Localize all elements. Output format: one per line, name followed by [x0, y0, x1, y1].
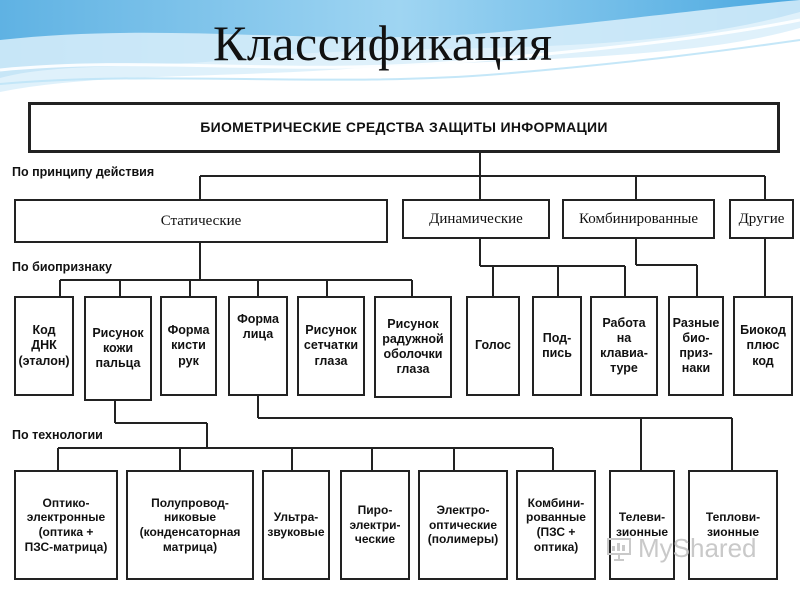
line: на [616, 330, 632, 345]
line: Оптико- [42, 495, 90, 510]
category-combined: Комбинированные [562, 199, 715, 239]
line: (полимеры) [427, 532, 499, 547]
line: звуковые [267, 525, 325, 539]
line: наки [681, 361, 711, 376]
root-box: БИОМЕТРИЧЕСКИЕ СРЕДСТВА ЗАЩИТЫ ИНФОРМАЦИ… [28, 102, 780, 153]
category-static: Статические [14, 199, 388, 243]
line: глаза [396, 362, 430, 377]
line: Электро- [436, 503, 490, 518]
line: кисти [171, 338, 206, 353]
line: глаза [314, 353, 348, 368]
line: Биокод [740, 323, 786, 338]
line: Форма [237, 312, 279, 326]
watermark: MyShared [606, 533, 757, 564]
line: никовые [163, 510, 217, 525]
slide-title: Классификация [213, 15, 553, 71]
line: Телеви- [618, 510, 666, 525]
line: плюс [746, 338, 780, 353]
line: Комбини- [527, 495, 585, 510]
header-wave-decoration [0, 0, 800, 92]
line: (ПЗС + [536, 525, 576, 539]
presentation-board-icon [607, 537, 631, 561]
line: Под- [542, 330, 572, 345]
biometric-signature: Под-пись [532, 296, 582, 396]
line: ДНК [31, 338, 57, 353]
category-dynamic: Динамические [402, 199, 550, 239]
line: Полупровод- [151, 495, 229, 510]
technology-television: Телеви-зионные [609, 470, 675, 580]
line: био- [682, 330, 710, 345]
line: зионные [706, 525, 760, 539]
category-label: Динамические [429, 210, 523, 227]
line: Разные [672, 315, 720, 330]
line: кожи [102, 340, 134, 355]
line: оптика) [533, 539, 579, 554]
line: Теплови- [705, 510, 761, 525]
line: (конденсаторная [139, 525, 241, 539]
technology-electrooptic: Электро-оптические(полимеры) [418, 470, 508, 580]
line: пальца [95, 356, 141, 371]
technology-pyroelectric: Пиро-электри-ческие [340, 470, 410, 580]
technology-combined: Комбини-рованные(ПЗС +оптика) [516, 470, 596, 580]
line: ПЗС-матрица) [24, 539, 108, 554]
line: Пиро- [357, 503, 393, 518]
line: Голос [475, 338, 511, 353]
line: зионные [615, 525, 669, 539]
category-label: Статические [160, 212, 242, 229]
line: приз- [679, 346, 713, 360]
root-label: БИОМЕТРИЧЕСКИЕ СРЕДСТВА ЗАЩИТЫ ИНФОРМАЦИ… [200, 118, 608, 135]
line: Рисунок [92, 325, 144, 340]
line: пись [542, 346, 572, 360]
line: код [752, 353, 774, 368]
line: (оптика + [38, 525, 94, 539]
line: (эталон) [18, 353, 70, 368]
technology-optoelectronic: Оптико-электронные(оптика +ПЗС-матрица) [14, 470, 118, 580]
category-label: Комбинированные [578, 210, 698, 227]
line: Код [32, 323, 56, 338]
section-label-technology: По технологии [12, 428, 103, 442]
line: электронные [26, 510, 106, 525]
line: рук [178, 353, 199, 368]
line: Рисунок [305, 323, 357, 338]
line: ческие [354, 532, 396, 547]
line: сетчатки [303, 338, 359, 353]
line: радужной [382, 331, 444, 346]
line: электри- [349, 517, 401, 532]
line: Ультра- [273, 510, 319, 525]
line: оптические [428, 517, 498, 532]
technology-thermal: Теплови-зионные [688, 470, 778, 580]
line: Рисунок [387, 316, 439, 331]
category-other: Другие [729, 199, 794, 239]
section-label-principle: По принципу действия [12, 165, 155, 179]
section-label-biometric: По биопризнаку [12, 260, 112, 274]
technology-ultrasonic: Ультра-звуковые [262, 470, 330, 580]
category-label: Другие [738, 210, 785, 227]
line: рованные [526, 510, 586, 525]
line: Работа [602, 315, 646, 330]
line: лица [242, 327, 274, 342]
line: Форма [167, 323, 210, 338]
watermark-text: MyShared [638, 533, 757, 563]
line: клавиа- [600, 346, 648, 360]
biometric-voice: Голос [466, 296, 520, 396]
line: оболочки [383, 347, 443, 361]
line: матрица) [162, 539, 218, 554]
line: туре [610, 361, 638, 376]
